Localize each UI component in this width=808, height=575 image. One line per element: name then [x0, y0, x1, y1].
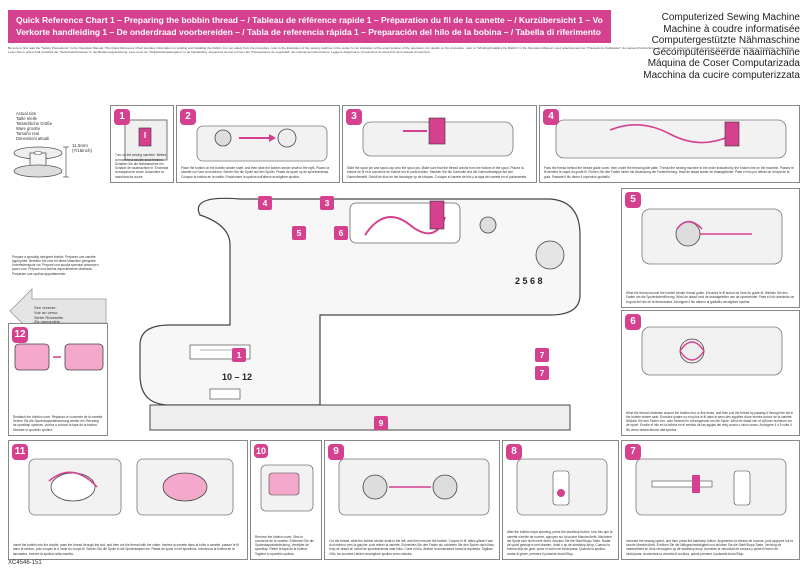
step-number-2: 2 [180, 109, 196, 125]
step-caption-3: Slide the spool pin and spool cap onto t… [347, 166, 528, 179]
bobbin-cover-reattach-illustration [14, 343, 104, 371]
start-stop-illustration-8 [516, 458, 608, 516]
step-panel-9: 9 Cut the thread, slide the bobbin winde… [324, 440, 500, 560]
spool-pin-illustration [362, 117, 514, 157]
brand-it: Macchina da cucire computerizzata [643, 69, 800, 81]
bobbin-wrap-illustration [641, 326, 783, 376]
step-panel-8: 8 After the bobbin stops spinning, press… [502, 440, 619, 560]
brand-block: Computerized Sewing Machine Machine à co… [628, 12, 800, 82]
step-number-7: 7 [625, 444, 641, 460]
step-caption-5: Wind the thread around the bobbin winder… [626, 291, 795, 304]
step-panel-7: 7 Increase the sewing speed, and then pr… [621, 440, 800, 560]
size-label: Taille réelle [16, 116, 37, 121]
callout-step-3: 3 [320, 196, 334, 210]
step-caption-10: Remove the bobbin cover. Otez le couverc… [255, 534, 315, 556]
bobbin-winder-illustration [196, 125, 328, 162]
callout-step-4: 4 [258, 196, 272, 210]
step-caption-4: Pass the thread behind the thread guide … [544, 166, 794, 179]
header-banner: Quick Reference Chart 1 – Preparing the … [8, 10, 611, 43]
size-labels: Actual size Taille réelle Tatsächliche G… [16, 111, 52, 141]
step-panel-1: 1 Turn on the sewing machine. Mettez la … [110, 105, 174, 183]
measure-inch: (7/16inch) [72, 148, 93, 154]
bobbin-caption: Prepare a specially designed bobbin. Pré… [12, 254, 99, 276]
ref-line: Siehe Rückseite. [34, 314, 65, 320]
size-label: Ware grootte [16, 126, 41, 131]
brand-de: Computergestützte Nähmaschine [651, 35, 800, 47]
step-caption-12: Reattach the bobbin cover. Replacez le c… [13, 414, 103, 432]
bobbin-illustration [13, 146, 69, 178]
measure-mm: 11.5mm [72, 143, 88, 148]
size-label: Dimensioni attuali [16, 136, 50, 141]
document-code: XC4546-151 [8, 560, 42, 566]
callout-steps-2-5-6-8: 2 5 6 8 [515, 276, 543, 286]
intro-text: Be sure to first read the "Safety Precau… [8, 46, 795, 55]
step-number-4: 4 [543, 109, 559, 125]
size-label: Tatsächliche Größe [16, 121, 53, 126]
step-number-1: 1 [114, 109, 130, 125]
step-caption-8: After the bobbin stops spinning, press t… [507, 530, 613, 556]
callout-step-7a: 7 [535, 348, 549, 362]
step-caption-2: Place the bobbin on the bobbin winder sh… [181, 166, 330, 179]
callout-step-6: 6 [334, 226, 348, 240]
step-panel-6: 6 Wind the thread clockwise around the b… [621, 310, 800, 436]
callout-step-9: 9 [374, 416, 388, 430]
callout-step-7b: 7 [535, 366, 549, 380]
size-label: Tamaño real [16, 131, 40, 136]
brand-en: Computerized Sewing Machine [661, 12, 800, 23]
step-number-6: 6 [625, 314, 641, 330]
step-panel-12: 12 Reattach the bobbin cover. Replacez l… [8, 323, 108, 436]
step-panel-5: 5 Wind the thread around the bobbin wind… [621, 188, 800, 308]
ref-line: Zie ommezijde. [34, 319, 62, 325]
step-number-11: 11 [12, 444, 28, 460]
header-line-1: Quick Reference Chart 1 – Preparing the … [16, 15, 603, 25]
brand-es: Máquina de Coser Computarizada [647, 58, 800, 70]
size-label: Actual size [16, 111, 37, 116]
power-switch-illustration [124, 119, 168, 161]
bobbin-cover-remove-illustration [260, 464, 314, 512]
callout-steps-10-12: 10 – 12 [222, 372, 253, 382]
step-panel-2: 2 Place the bobbin on the bobbin winder … [176, 105, 340, 183]
step-number-3: 3 [346, 109, 362, 125]
step-caption-7: Increase the sewing speed, and then pres… [626, 538, 793, 556]
step-panel-10: 10 Remove the bobbin cover. Otez le couv… [250, 440, 322, 560]
ref-line: Voir au verso. [34, 309, 59, 315]
step-number-5: 5 [625, 192, 641, 208]
bobbin-measure: 11.5mm (7/16inch) [72, 143, 92, 154]
step-caption-6: Wind the thread clockwise around the bob… [626, 410, 794, 432]
brand-nl: Gecomputeriseerde naaimachine [652, 46, 800, 58]
step-number-8: 8 [506, 444, 522, 460]
winder-guide-illustration [641, 208, 783, 265]
callout-step-5: 5 [292, 226, 306, 240]
callout-step-1: 1 [232, 348, 246, 362]
ref-line: See reverse. [34, 305, 57, 310]
shuttle-insert-illustration [28, 458, 234, 516]
sewing-machine-illustration [139, 197, 581, 431]
brand-fr: Machine à coudre informatisée [663, 23, 800, 35]
step-number-12: 12 [12, 327, 28, 343]
speed-slider-illustration [635, 458, 787, 516]
step-caption-9: Cut the thread, slide the bobbin winder … [329, 538, 495, 556]
step-number-9: 9 [328, 444, 344, 460]
step-caption-1: Turn on the sewing machine. Mettez la ma… [115, 153, 169, 179]
header-line-2: Verkorte handleiding 1 – De onderdraad v… [16, 27, 603, 37]
step-caption-11: Insert the bobbin into the shuttle, pass… [13, 543, 239, 556]
step-number-10: 10 [254, 444, 268, 458]
step-panel-11: 11 Insert the bobbin into the shuttle, p… [8, 440, 248, 560]
thread-guide-illustration [555, 119, 787, 159]
step-panel-4: 4 Pass the thread behind the thread guid… [539, 105, 800, 183]
step-panel-3: 3 Slide the spool pin and spool cap onto… [342, 105, 537, 183]
cut-thread-illustration [338, 458, 490, 516]
bobbin-size-box: Actual size Taille réelle Tatsächliche G… [8, 105, 108, 280]
